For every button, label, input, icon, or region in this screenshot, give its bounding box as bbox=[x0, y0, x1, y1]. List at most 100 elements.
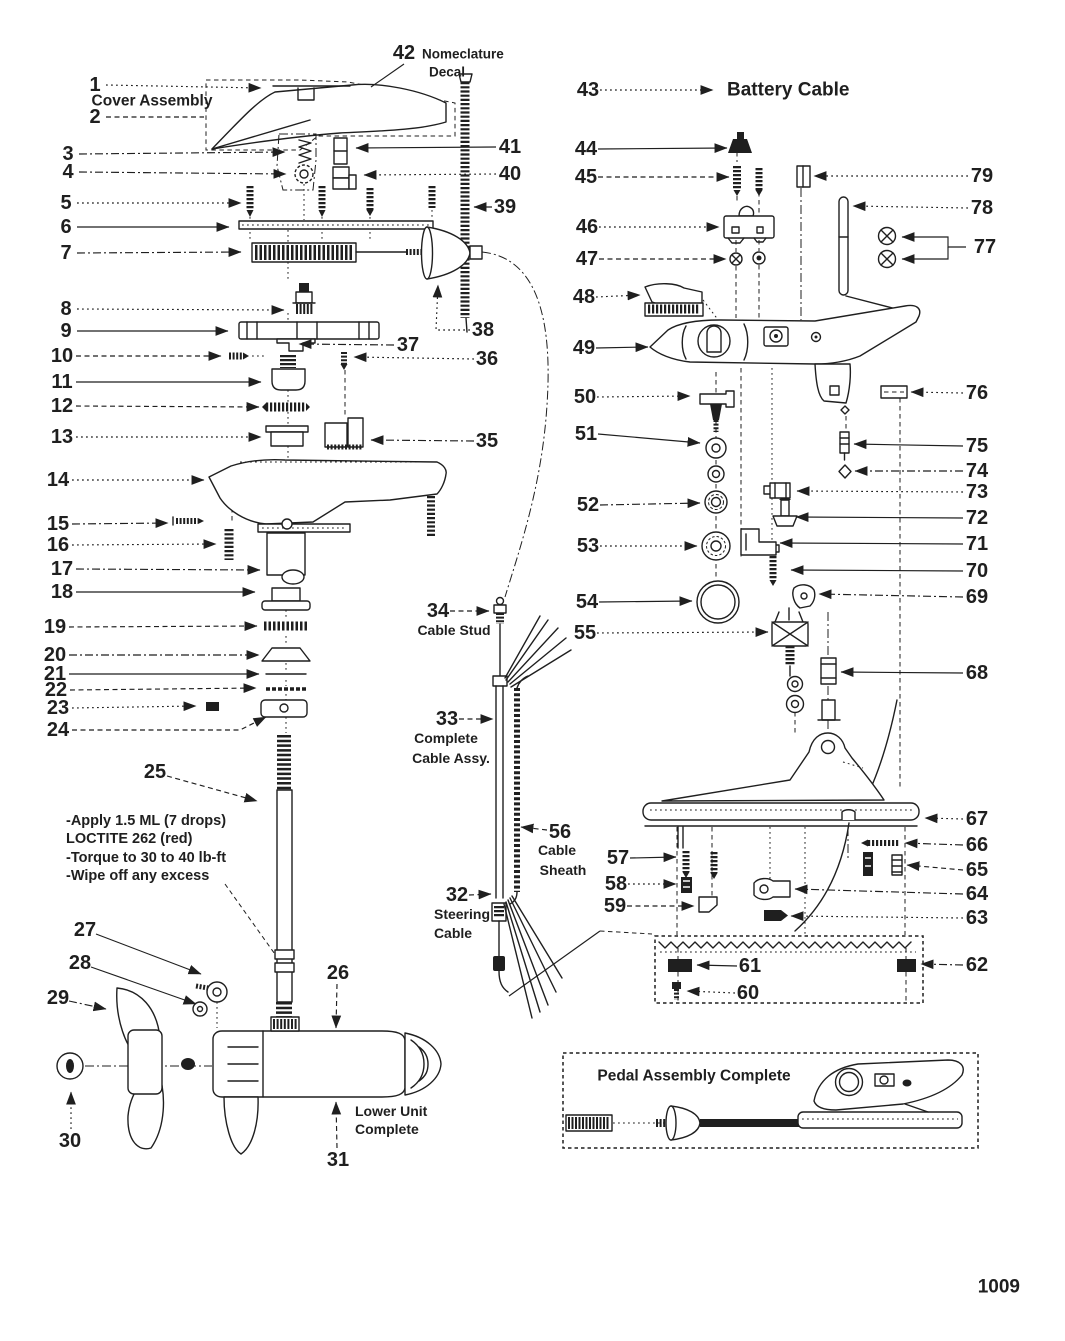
nomenclature-decal-strip bbox=[458, 73, 473, 333]
callout-leader-41 bbox=[355, 143, 497, 153]
callout-leader-22 bbox=[69, 683, 257, 694]
callout-number-23: 23 bbox=[47, 697, 69, 719]
callout-number-20: 20 bbox=[44, 644, 66, 666]
callout-number-2: 2 bbox=[89, 106, 100, 128]
callout-number-78: 78 bbox=[971, 197, 993, 219]
callout-number-32: 32 bbox=[446, 884, 468, 906]
callout-number-64: 64 bbox=[966, 883, 989, 905]
callout-number-15: 15 bbox=[47, 513, 69, 535]
callout-leader-75 bbox=[853, 439, 964, 450]
callout-number-4: 4 bbox=[62, 161, 74, 183]
head-assembly-drawing bbox=[649, 304, 921, 404]
steering-linkage-drawing bbox=[696, 385, 908, 791]
cable-sheath-line-2: Sheath bbox=[540, 862, 587, 878]
callout-number-66: 66 bbox=[966, 834, 988, 856]
callout-number-52: 52 bbox=[577, 494, 599, 516]
callout-leader-54 bbox=[598, 596, 693, 607]
callout-number-24: 24 bbox=[47, 719, 70, 741]
callout-number-34: 34 bbox=[427, 600, 450, 622]
callout-number-68: 68 bbox=[966, 662, 988, 684]
callout-number-73: 73 bbox=[966, 481, 988, 503]
callout-number-49: 49 bbox=[573, 337, 595, 359]
callout-leader-7 bbox=[76, 247, 242, 257]
callout-leader-70 bbox=[790, 565, 964, 575]
callout-number-36: 36 bbox=[476, 348, 498, 370]
callout-leader-12 bbox=[75, 402, 260, 412]
callout-leader-61 bbox=[696, 960, 738, 971]
cable-assembly-drawing bbox=[491, 596, 572, 1019]
note-line-4: -Wipe off any excess bbox=[66, 868, 209, 884]
motor-housing-drawing bbox=[172, 458, 447, 718]
callout-number-76: 76 bbox=[966, 382, 988, 404]
note-line-3: -Torque to 30 to 40 lb-ft bbox=[66, 850, 226, 866]
callout-number-53: 53 bbox=[577, 535, 599, 557]
callout-number-6: 6 bbox=[60, 216, 71, 238]
callout-leader-78 bbox=[852, 201, 969, 212]
callout-leader-38 bbox=[432, 284, 470, 331]
callout-number-40: 40 bbox=[499, 163, 521, 185]
callout-number-26: 26 bbox=[327, 962, 349, 984]
callout-number-58: 58 bbox=[605, 873, 627, 895]
callout-leader-64 bbox=[794, 884, 964, 895]
callout-number-16: 16 bbox=[47, 534, 69, 556]
callout-number-59: 59 bbox=[604, 895, 626, 917]
callout-number-1: 1 bbox=[89, 74, 100, 96]
callout-number-31: 31 bbox=[327, 1149, 349, 1171]
callout-number-9: 9 bbox=[60, 320, 71, 342]
callout-leader-36 bbox=[353, 352, 475, 363]
callout-leader-26 bbox=[331, 983, 342, 1029]
callout-number-55: 55 bbox=[574, 622, 596, 644]
callout-leader-63 bbox=[790, 911, 964, 922]
callout-leader-25 bbox=[166, 775, 258, 803]
callout-number-38: 38 bbox=[472, 319, 494, 341]
upper-hardware-drawing bbox=[644, 132, 966, 317]
callout-leader-49 bbox=[595, 342, 649, 353]
callout-number-27: 27 bbox=[74, 919, 96, 941]
callout-number-25: 25 bbox=[144, 761, 166, 783]
callout-number-56: 56 bbox=[549, 821, 571, 843]
callout-leader-3 bbox=[78, 147, 286, 157]
battery-cable-label: Battery Cable bbox=[727, 80, 850, 101]
callout-leader-62 bbox=[920, 959, 964, 970]
lower-unit-line-2: Complete bbox=[355, 1121, 419, 1137]
pedal-assembly-label: Pedal Assembly Complete bbox=[597, 1068, 791, 1085]
callout-number-61: 61 bbox=[739, 955, 761, 977]
callout-leader-4 bbox=[78, 169, 287, 179]
nomeclature-decal-line-1: Nomeclature bbox=[422, 47, 504, 62]
pedal-assembly-drawing bbox=[562, 1052, 979, 1149]
callout-leader-16 bbox=[71, 539, 217, 549]
callout-leader-29 bbox=[68, 1000, 107, 1012]
callout-leader-24 bbox=[72, 716, 267, 731]
callout-leader-35 bbox=[370, 435, 475, 445]
callout-number-77: 77 bbox=[974, 236, 996, 258]
callout-leader-17 bbox=[75, 565, 261, 575]
complete-cable-assy-line-2: Cable Assy. bbox=[412, 750, 490, 766]
callout-number-46: 46 bbox=[576, 216, 598, 238]
callout-leader-27 bbox=[95, 933, 202, 975]
cover-assembly-drawing bbox=[205, 79, 456, 191]
callout-number-35: 35 bbox=[476, 430, 498, 452]
callout-number-79: 79 bbox=[971, 165, 993, 187]
callout-leader-31 bbox=[331, 1101, 342, 1149]
callout-number-39: 39 bbox=[494, 196, 516, 218]
callout-leader-51 bbox=[597, 433, 701, 447]
callout-leader-60 bbox=[686, 986, 736, 997]
steering-cable-line-1: Steering bbox=[434, 906, 490, 922]
callout-number-37: 37 bbox=[397, 334, 419, 356]
callout-number-3: 3 bbox=[62, 143, 73, 165]
callout-leader-72 bbox=[795, 512, 964, 522]
steering-cable-line-2: Cable bbox=[434, 925, 472, 941]
callout-number-29: 29 bbox=[47, 987, 69, 1009]
callout-leader-37 bbox=[298, 339, 395, 350]
callout-number-30: 30 bbox=[59, 1130, 81, 1152]
callout-number-12: 12 bbox=[51, 395, 73, 417]
note-line-2: LOCTITE 262 (red) bbox=[66, 831, 193, 847]
callout-leader-44 bbox=[597, 143, 728, 153]
callout-number-21: 21 bbox=[44, 663, 66, 685]
callout-number-62: 62 bbox=[966, 954, 988, 976]
callout-number-67: 67 bbox=[966, 808, 988, 830]
callout-number-60: 60 bbox=[737, 982, 759, 1004]
cable-sheath-line-1: Cable bbox=[538, 842, 576, 858]
